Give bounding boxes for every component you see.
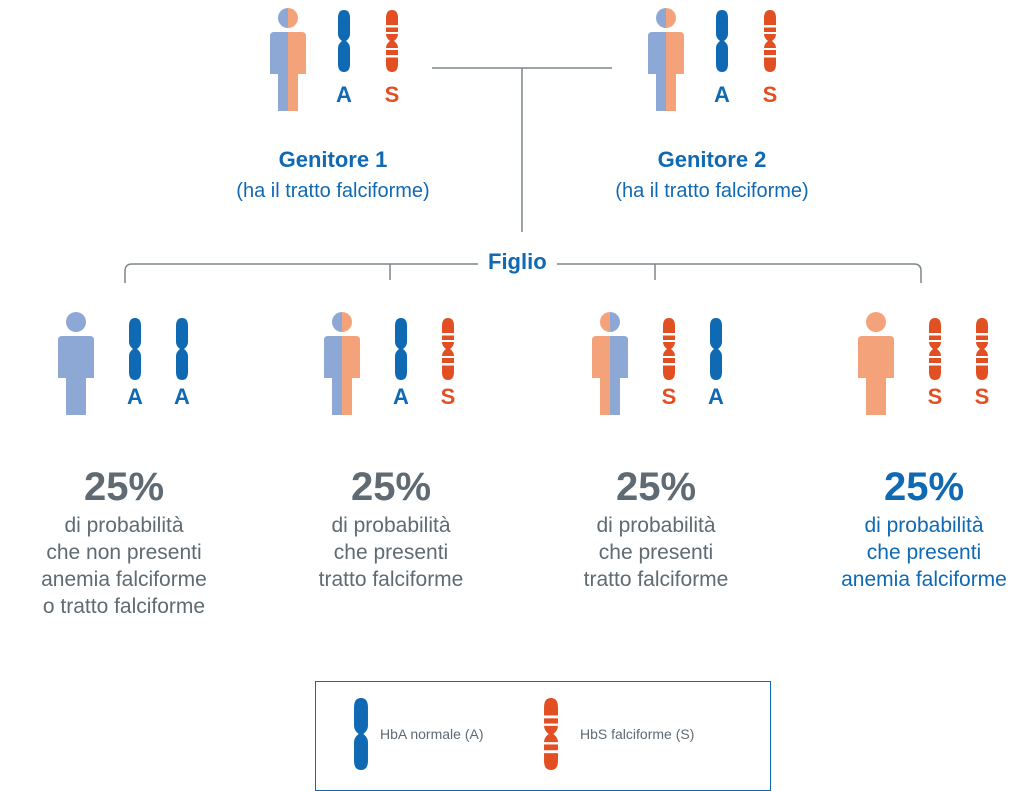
allele-letter: A (127, 384, 143, 409)
child-label: Figlio (478, 249, 557, 275)
allele-letter: A (708, 384, 724, 409)
description-line: di probabilità (596, 514, 716, 537)
child-4-figure: S S (854, 312, 1004, 417)
description-line: che presenti (866, 541, 982, 564)
allele-letter: A (714, 82, 730, 107)
child-2-percent: 25% (350, 465, 432, 509)
child-2-description: di probabilità che presenti tratto falci… (271, 512, 511, 593)
child-1-percent: 25% (83, 465, 165, 509)
legend: HbA normale (A) HbS falciforme (S) (315, 681, 771, 791)
legend-sickle-label: HbS falciforme (S) (580, 726, 695, 742)
chromosome-a-icon (129, 318, 141, 380)
chromosome-a-icon (354, 698, 368, 770)
parent-1-figure: A S (266, 8, 416, 113)
allele-letter: S (661, 384, 677, 409)
allele-letter: S (762, 82, 778, 107)
child-3-description: di probabilità che presenti tratto falci… (536, 512, 776, 593)
description-line: anemia falciforme (841, 568, 1007, 591)
parent-1-subtitle: (ha il tratto falciforme) (236, 180, 430, 202)
chromosome-a-icon (716, 10, 728, 72)
chromosome-a-icon (710, 318, 722, 380)
child-4-description: di probabilità che presenti anemia falci… (804, 512, 1034, 593)
description-line: di probabilità (331, 514, 451, 537)
allele-letter: A (174, 384, 190, 409)
chromosome-s-icon (544, 698, 558, 770)
chromosome-a-icon (338, 10, 350, 72)
allele-letter: A (393, 384, 409, 409)
chromosome-s-icon (764, 10, 776, 72)
description-line: di probabilità (864, 514, 984, 537)
chromosome-s-icon (929, 318, 941, 380)
description-line: anemia falciforme (41, 568, 207, 591)
parent-2-title: Genitore 2 (657, 147, 767, 172)
description-line: che presenti (598, 541, 714, 564)
description-line: che presenti (333, 541, 449, 564)
parent-1-title: Genitore 1 (278, 147, 388, 172)
chromosome-s-icon (663, 318, 675, 380)
parent-2-subtitle: (ha il tratto falciforme) (615, 180, 809, 202)
child-4-percent: 25% (883, 465, 965, 509)
chromosome-a-icon (176, 318, 188, 380)
legend-normal-label: HbA normale (A) (380, 726, 484, 742)
person-half-icon (592, 312, 628, 415)
person-half-icon (648, 8, 684, 111)
child-3-percent: 25% (615, 465, 697, 509)
person-half-icon (270, 8, 306, 111)
child-1-figure: A A (54, 312, 204, 417)
allele-letter: S (384, 82, 400, 107)
description-line: tratto falciforme (583, 568, 729, 591)
description-line: di probabilità (64, 514, 184, 537)
parent-2-figure: A S (644, 8, 794, 113)
person-blue-icon (58, 312, 94, 415)
allele-letter: S (440, 384, 456, 409)
child-1-description: di probabilità che non presenti anemia f… (4, 512, 244, 620)
chromosome-s-icon (442, 318, 454, 380)
chromosome-s-icon (386, 10, 398, 72)
description-line: o tratto falciforme (42, 595, 206, 618)
description-line: tratto falciforme (318, 568, 464, 591)
child-3-figure: S A (588, 312, 738, 417)
allele-letter: S (974, 384, 990, 409)
child-2-figure: A S (320, 312, 470, 417)
chromosome-s-icon (976, 318, 988, 380)
allele-letter: A (336, 82, 352, 107)
description-line: che non presenti (46, 541, 202, 564)
person-orange-icon (858, 312, 894, 415)
allele-letter: S (927, 384, 943, 409)
chromosome-a-icon (395, 318, 407, 380)
person-half-icon (324, 312, 360, 415)
